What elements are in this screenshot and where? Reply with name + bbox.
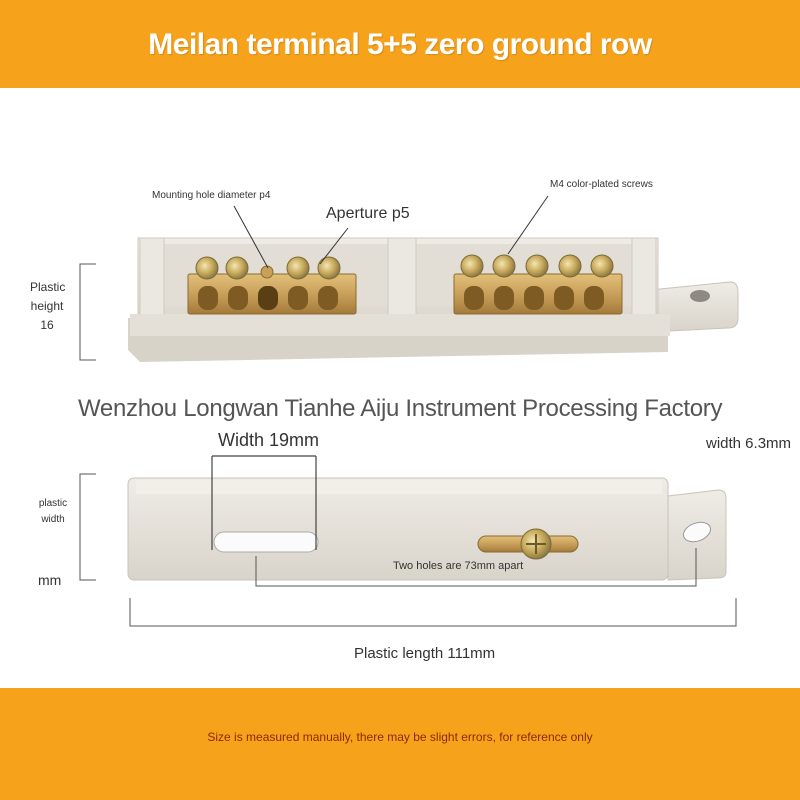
plastic-height-line3: 16 [40,318,54,332]
length-label: Plastic length 111mm [354,645,496,662]
screws-leader [507,195,549,255]
screws-label: M4 color-plated screws [550,179,653,190]
bottom-banner: Size is measured manually, there may be … [0,688,800,800]
aperture-leader [319,227,349,265]
plastic-height-label: Plastic height 16 [30,278,66,335]
hole-spacing-bracket [255,548,697,587]
manufacturer-name: Wenzhou Longwan Tianhe Aiju Instrument P… [78,395,723,422]
mounting-hole-leader [233,205,269,269]
width-label: Width 19mm [218,430,320,450]
height-bracket [79,263,96,361]
aperture-label: Aperture p5 [326,205,410,222]
plastic-width-label: plastic width [36,496,70,528]
mounting-hole-label: Mounting hole diameter p4 [152,190,271,201]
product-title: Meilan terminal 5+5 zero ground row [148,28,652,61]
hole-spacing-label: Two holes are 73mm apart [393,560,524,572]
plastic-height-line1: Plastic [30,280,66,294]
hole-width-label: width 6.3mm [706,435,792,452]
terminal-block-side-view [127,477,727,581]
disclaimer-note: Size is measured manually, there may be … [207,730,593,744]
plastic-height-line2: height [30,299,64,313]
plastic-width-unit: mm [38,572,62,588]
plastic-width-line2: width [41,514,65,525]
terminal-block-top-view [128,237,739,362]
width-bracket [211,455,317,550]
length-bracket [129,598,737,627]
top-banner: Meilan terminal 5+5 zero ground row [0,0,800,88]
plastic-width-bracket [79,473,96,581]
plastic-width-line1: plastic [38,498,68,509]
